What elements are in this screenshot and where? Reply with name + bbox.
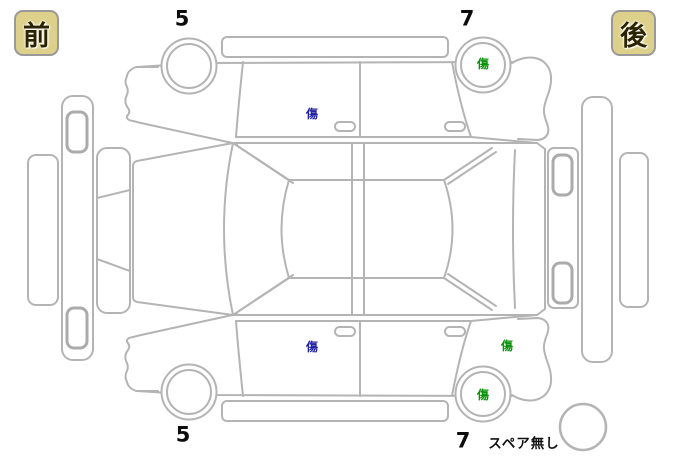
cowl-arc <box>223 142 234 316</box>
spare-tire-note: スペア無し <box>488 436 560 452</box>
windshield-roof-arc <box>280 179 290 279</box>
upper-front-fender <box>124 66 238 145</box>
front-bumper-strip <box>27 154 59 306</box>
lower-rear-wheel-rim <box>460 371 506 417</box>
c-pillar-right-outer <box>443 277 493 311</box>
lower-beltline <box>235 314 538 322</box>
upper-rear-door-edge <box>451 61 472 138</box>
score-top-rear: 7 <box>459 6 475 31</box>
c-pillar-right-inner <box>447 273 497 307</box>
taillight-bottom <box>551 261 574 305</box>
front-grille-divider-top <box>96 189 131 199</box>
spare-tire-circle <box>558 402 608 452</box>
front-bumper <box>61 95 94 361</box>
lower-rear-fender <box>511 317 553 402</box>
lower-front-door-handle <box>334 326 356 337</box>
taillight-panel <box>547 147 579 309</box>
topview-top-edge <box>232 142 546 150</box>
lower-front-door-edge <box>235 320 244 397</box>
lower-front-fender <box>124 313 238 392</box>
upper-front-wheel-rim <box>166 43 212 89</box>
upper-rocker-panel <box>221 36 449 58</box>
lower-front-wheel-rim <box>166 369 212 415</box>
hood-front-edge <box>132 142 234 316</box>
damage-marker-lower-rear-fender: 傷 <box>500 339 514 353</box>
upper-rear-wheel-rim <box>460 42 506 88</box>
score-bottom-front: 5 <box>175 422 191 447</box>
lower-rear-door-handle <box>444 326 466 337</box>
front-headlight-right <box>65 306 89 350</box>
a-pillar-left-inner <box>238 146 294 184</box>
rear-glass-arc <box>443 179 454 279</box>
upper-beltline <box>235 136 538 144</box>
front-grille-divider-bottom <box>96 258 131 272</box>
c-pillar-left-outer <box>443 147 493 181</box>
upper-front-door-edge <box>235 61 244 138</box>
lower-rocker-panel <box>221 400 449 422</box>
trunk-lid-edge <box>512 149 516 309</box>
front-grille-panel <box>96 147 131 314</box>
upper-rear-fender <box>511 56 553 141</box>
damage-marker-lower-front-door: 傷 <box>305 340 319 354</box>
damage-marker-upper-rear-wheel: 傷 <box>476 57 490 71</box>
upper-front-door-handle <box>334 121 356 132</box>
topview-bottom-edge <box>232 308 546 316</box>
c-pillar-left-inner <box>447 151 497 185</box>
score-bottom-rear: 7 <box>455 428 471 453</box>
front-badge[interactable]: 前 <box>14 10 59 56</box>
damage-marker-lower-rear-wheel: 傷 <box>476 388 490 402</box>
upper-rear-door-handle <box>444 121 466 132</box>
lower-rear-door-edge <box>451 320 472 397</box>
a-pillar-right-inner <box>238 274 294 312</box>
rear-badge[interactable]: 後 <box>611 10 656 56</box>
damage-marker-upper-front-door: 傷 <box>305 107 319 121</box>
rear-bumper-strip <box>619 152 649 308</box>
rear-bumper <box>581 96 613 363</box>
score-top-front: 5 <box>174 6 190 31</box>
front-headlight-left <box>65 110 89 154</box>
taillight-top <box>551 153 574 197</box>
